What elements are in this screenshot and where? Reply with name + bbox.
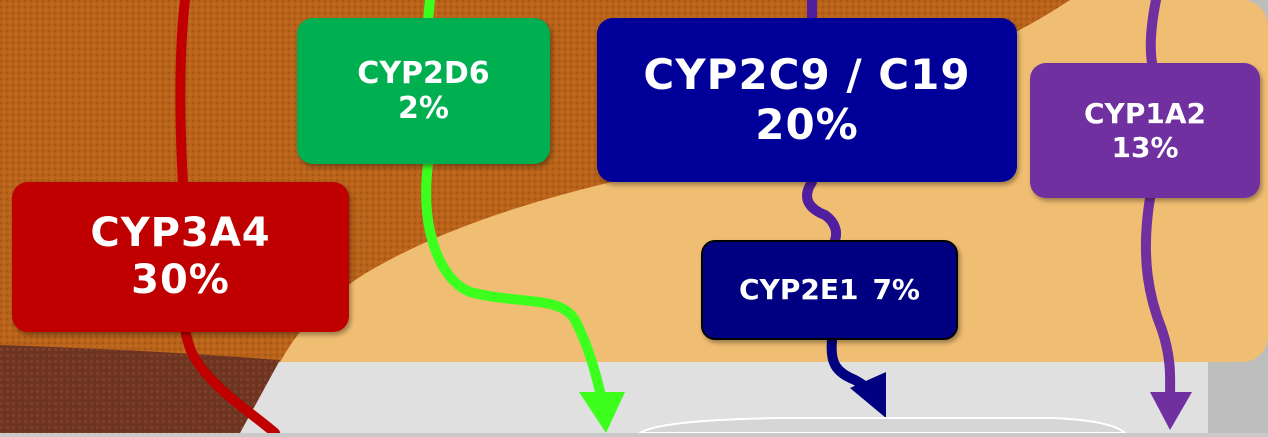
cyp2e1-arrowhead — [850, 372, 886, 418]
cyp2c9-name: CYP2C9 / C19 — [643, 50, 971, 100]
cyp2e1-box: CYP2E1 7% — [701, 240, 958, 340]
cyp1a2-arrow — [1140, 0, 1176, 403]
cyp2d6-arrow — [421, 0, 607, 405]
cyp1a2-arrowhead — [1150, 392, 1192, 430]
bottom-shape — [636, 417, 1128, 434]
cyp2d6-value: 2% — [398, 91, 449, 126]
cyp1a2-box: CYP1A2 13% — [1030, 63, 1260, 198]
cyp2e1-value: 7% — [872, 273, 920, 307]
cyp2c9-to-2e1-arrow — [802, 177, 842, 245]
cyp3a4-box: CYP3A4 30% — [12, 182, 349, 332]
cyp3a4-value: 30% — [131, 257, 230, 303]
cyp1a2-value: 13% — [1111, 130, 1179, 164]
cyp2d6-name: CYP2D6 — [357, 55, 490, 91]
liver-dark-edge — [0, 345, 280, 433]
cyp2c9-value: 20% — [755, 100, 859, 149]
cyp2d6-arrowhead — [579, 392, 625, 433]
cyp3a4-name: CYP3A4 — [90, 209, 271, 256]
cyp2d6-box: CYP2D6 2% — [297, 18, 550, 164]
cyp2e1-name: CYP2E1 — [739, 273, 859, 307]
cyp1a2-name: CYP1A2 — [1084, 97, 1206, 131]
cyp2c9-box: CYP2C9 / C19 20% — [597, 18, 1017, 182]
